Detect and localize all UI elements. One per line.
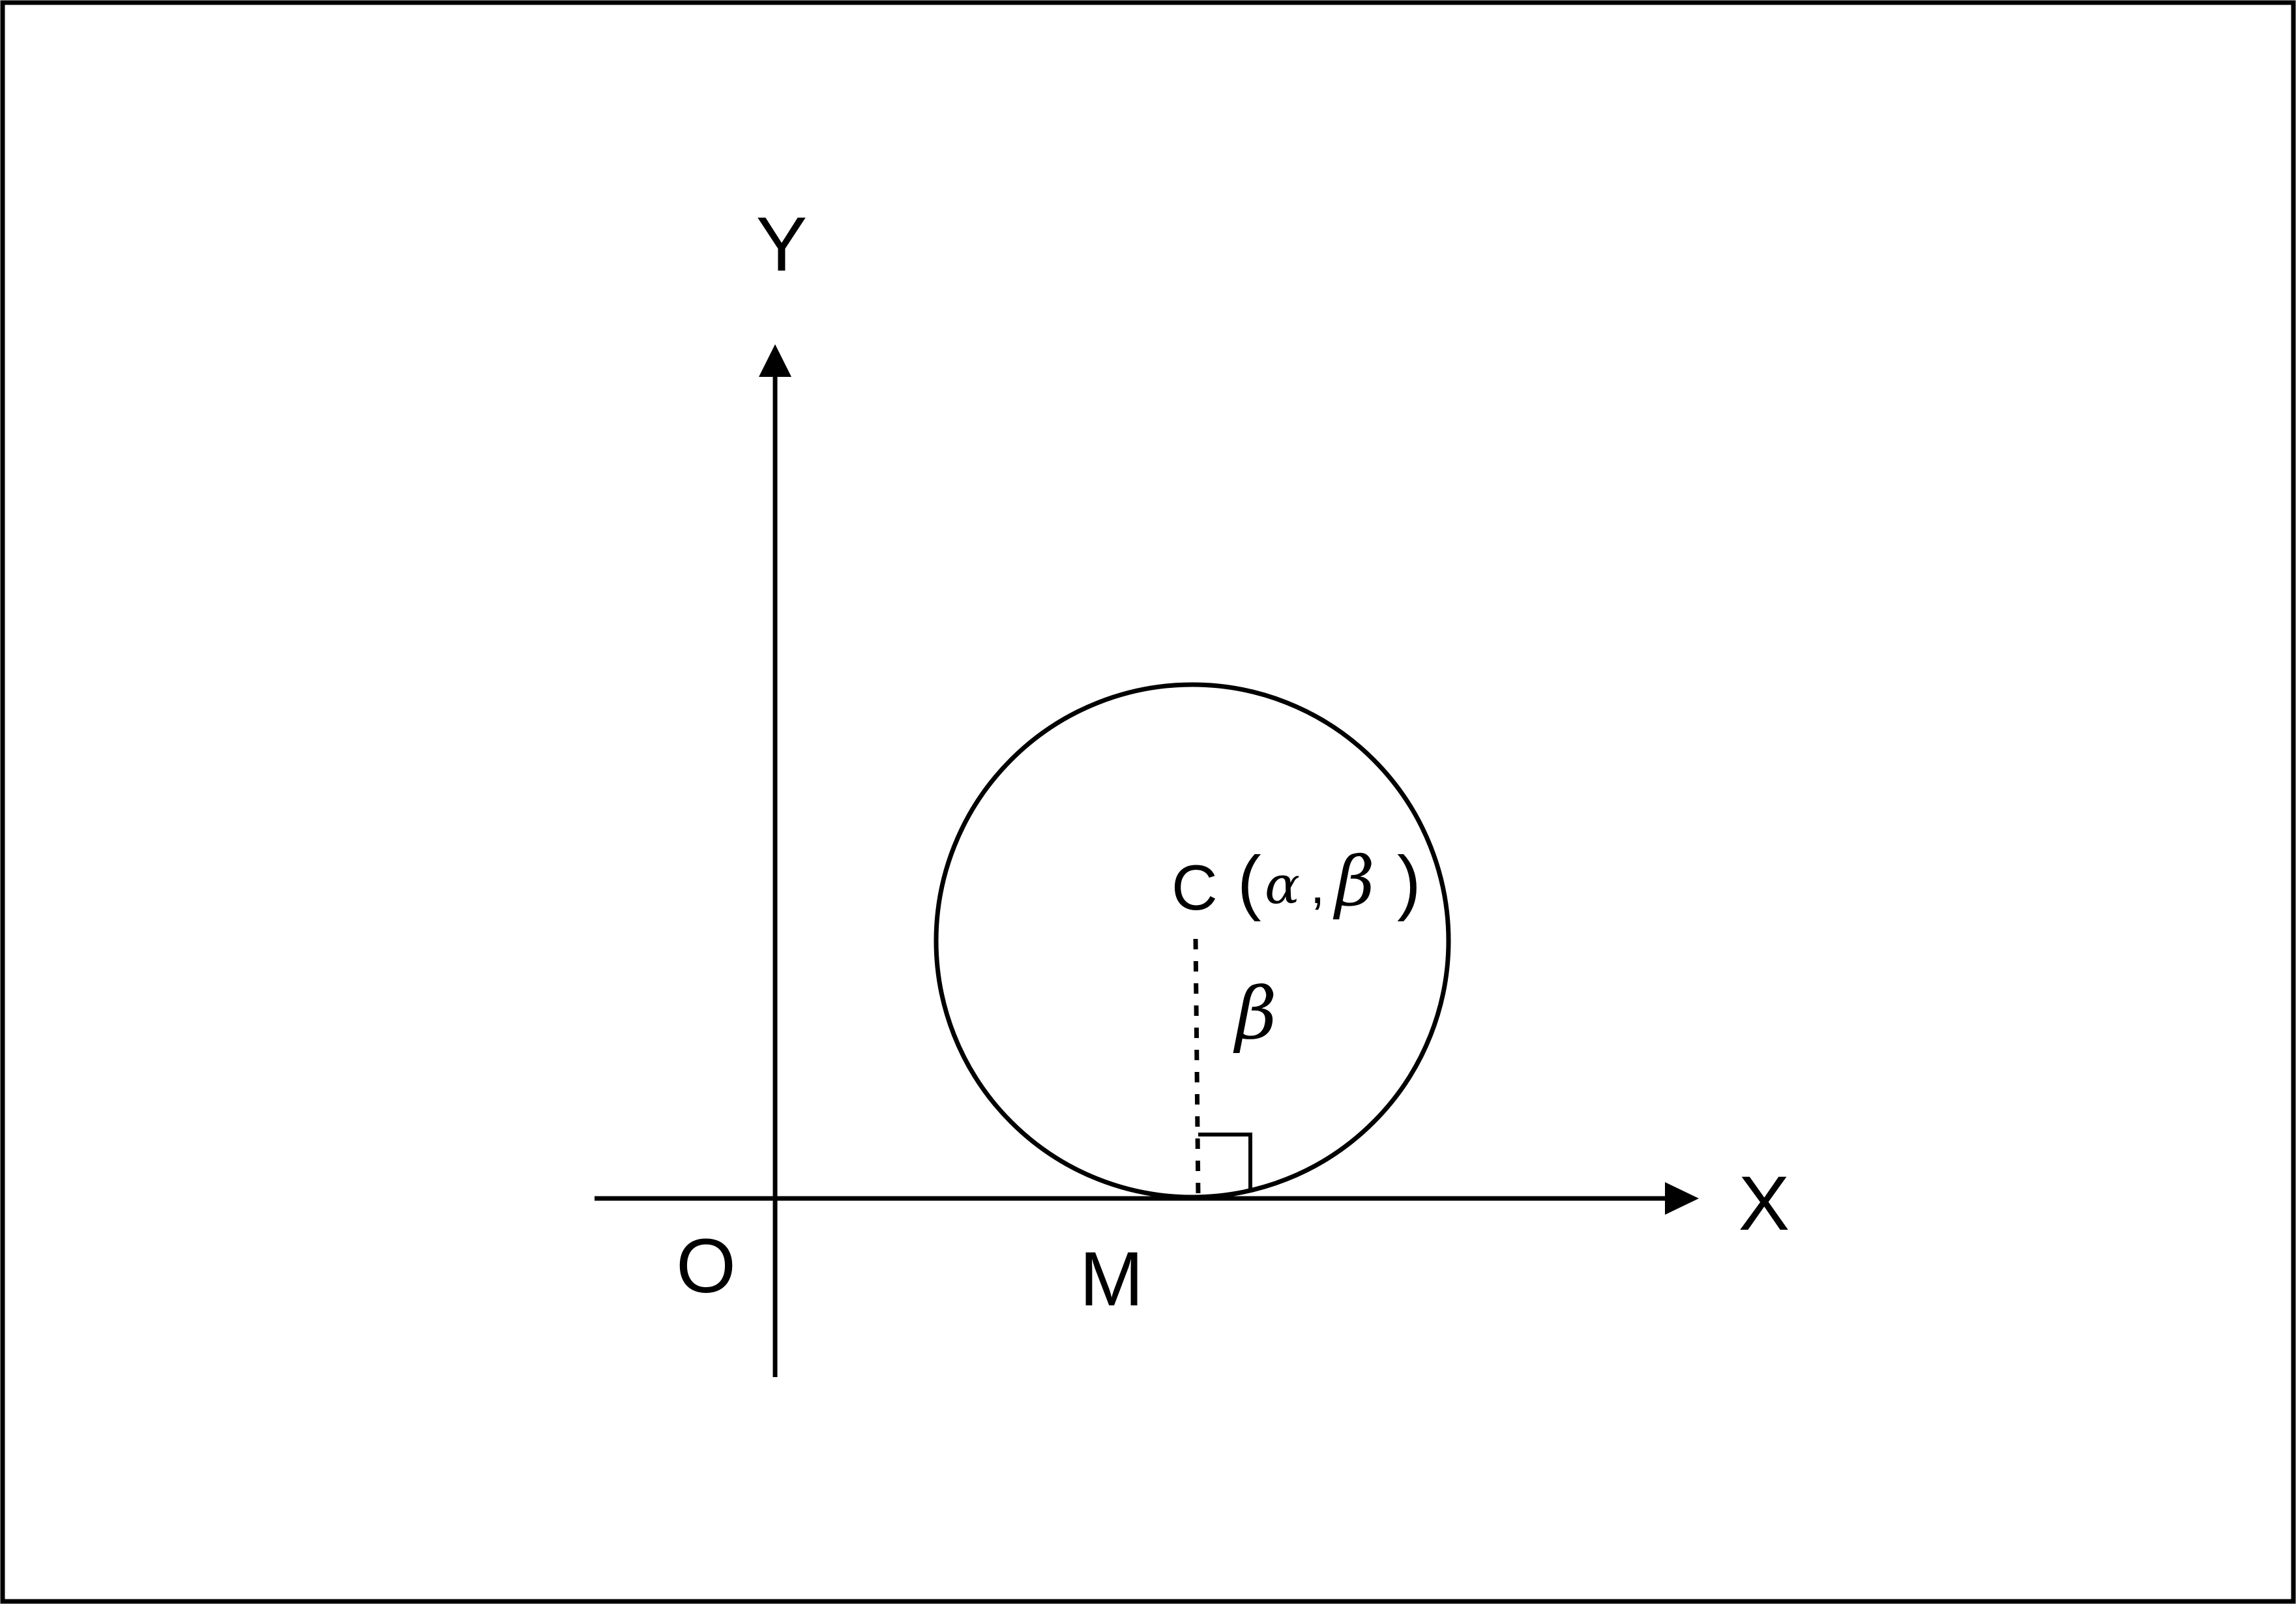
center-label: C ( α , β ) [1171, 842, 1421, 923]
x-axis-arrowhead [1665, 1182, 1699, 1215]
right-angle-marker [1198, 1133, 1252, 1191]
center-alpha: α [1265, 855, 1300, 915]
radius-label: β [1233, 972, 1277, 1055]
y-axis-arrowhead [759, 344, 791, 377]
center-name: C [1171, 852, 1218, 923]
x-axis-label: X [1739, 1161, 1790, 1247]
center-beta: β [1332, 842, 1375, 921]
center-close-paren: ) [1397, 842, 1421, 922]
tangent-point-label: M [1080, 1236, 1143, 1322]
center-comma: , [1310, 856, 1325, 914]
y-axis-label: Y [756, 201, 808, 288]
origin-label: O [676, 1223, 736, 1309]
center-open-paren: ( [1237, 842, 1261, 922]
circle [934, 682, 1451, 1200]
